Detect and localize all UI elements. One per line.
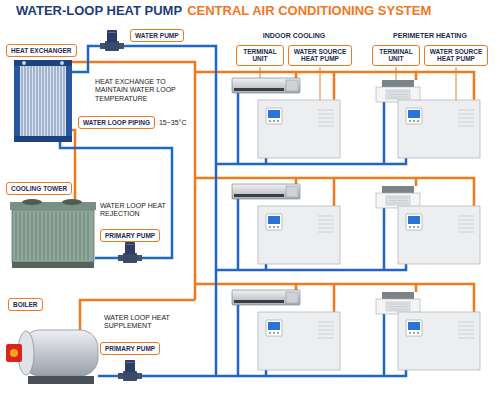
heat-exchanger-illustration-part: [14, 60, 72, 66]
supply-pipes-part: [80, 300, 195, 330]
heat-exchanger-illustration: [14, 60, 72, 142]
heat-exchanger-illustration-part: [22, 66, 64, 136]
terminal-equipment-part: [376, 80, 420, 102]
terminal-equipment-part: [232, 290, 300, 305]
text-label: HEAT EXCHANGE TO MAINTAIN WATER LOOP TEM…: [95, 78, 177, 103]
terminal-equipment-part: [398, 312, 480, 370]
callout-text: PRIMARY PUMP: [105, 232, 155, 239]
callout-text: HEAT EXCHANGER: [11, 47, 72, 54]
callout-box: TERMINAL UNIT: [372, 45, 420, 66]
terminal-equipment: [232, 78, 480, 370]
text-label: INDOOR COOLING: [263, 32, 326, 40]
callout-text: WATER SOURCE HEAT PUMP: [429, 48, 483, 63]
return-pipes-part: [98, 375, 216, 378]
pumps-part: [118, 360, 142, 381]
terminal-equipment-part: [376, 186, 420, 208]
diagram-subtitle: CENTRAL AIR CONDITIONING SYSTEM: [187, 3, 431, 18]
terminal-equipment-part: [258, 206, 340, 264]
callout-box: PRIMARY PUMP: [100, 342, 160, 355]
pumps-part: [100, 30, 124, 51]
boiler-illustration-part: [10, 349, 18, 357]
cooling-tower-illustration-part: [62, 199, 82, 205]
return-pipes-part: [216, 93, 406, 164]
diagram-title: WATER-LOOP HEAT PUMP: [16, 3, 182, 18]
return-pipes-part: [216, 305, 406, 376]
heat-exchanger-illustration-part: [20, 66, 66, 136]
text-label: PERIMETER HEATING: [393, 32, 467, 40]
terminal-equipment-part: [258, 100, 340, 158]
text-label: WATER LOOP HEAT SUPPLEMENT: [104, 314, 186, 331]
pumps-part: [118, 242, 142, 263]
callout-box: WATER LOOP PIPING: [78, 116, 155, 129]
callout-box: PRIMARY PUMP: [100, 229, 160, 242]
heat-exchanger-illustration-part: [14, 60, 72, 142]
boiler-illustration-part: [28, 376, 94, 384]
cooling-tower-illustration-part: [12, 210, 94, 262]
callout-text: BOILER: [13, 301, 38, 308]
cooling-tower-illustration-part: [16, 212, 88, 260]
heat-exchanger-illustration-part: [14, 136, 72, 142]
boiler-illustration: [6, 330, 98, 384]
cooling-tower-illustration: [10, 199, 96, 268]
terminal-equipment-part: [398, 100, 480, 158]
callout-box: HEAT EXCHANGER: [6, 44, 77, 57]
terminal-equipment-part: [258, 312, 340, 370]
terminal-equipment-part: [232, 78, 300, 93]
callout-text: WATER LOOP PIPING: [83, 119, 150, 126]
callout-box: WATER SOURCE HEAT PUMP: [288, 45, 352, 66]
callout-text: WATER SOURCE HEAT PUMP: [293, 48, 347, 63]
callout-text: PRIMARY PUMP: [105, 345, 155, 352]
terminal-equipment-part: [232, 184, 300, 199]
callout-box: BOILER: [8, 298, 43, 311]
return-pipes-part: [216, 199, 406, 270]
return-pipes: [60, 46, 406, 376]
callout-box: COOLING TOWER: [6, 182, 72, 195]
heat-exchanger-illustration-part: [60, 61, 64, 65]
boiler-illustration-part: [6, 344, 22, 362]
terminal-equipment-part: [376, 292, 420, 314]
cooling-tower-illustration-part: [22, 199, 42, 205]
text-label: 15~35°C: [159, 119, 187, 127]
cooling-tower-illustration-part: [12, 262, 94, 268]
terminal-equipment-part: [398, 206, 480, 264]
callout-text: WATER PUMP: [135, 32, 179, 39]
callout-box: TERMINAL UNIT: [236, 45, 284, 66]
text-label: WATER LOOP HEAT REJECTION: [100, 202, 172, 219]
callout-text: COOLING TOWER: [11, 185, 67, 192]
callout-text: TERMINAL UNIT: [377, 48, 415, 63]
callout-text: TERMINAL UNIT: [241, 48, 279, 63]
heat-exchanger-illustration-part: [22, 61, 26, 65]
callout-box: WATER SOURCE HEAT PUMP: [424, 45, 488, 66]
callout-box: WATER PUMP: [130, 29, 184, 42]
